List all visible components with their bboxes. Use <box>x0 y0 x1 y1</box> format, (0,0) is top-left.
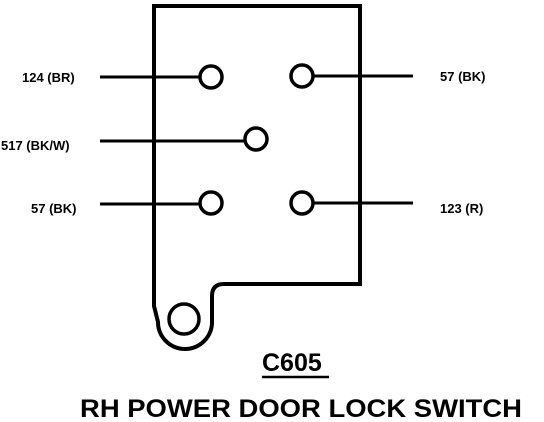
pin-contact-icon <box>198 190 224 216</box>
wire-label-124-br: 124 (BR) <box>22 70 75 85</box>
pin-contact-icon <box>198 64 224 90</box>
pin-contact-icon <box>289 190 315 216</box>
pin-contact-icon <box>289 63 315 89</box>
wire-label-517-bk-w: 517 (BK/W) <box>1 138 70 153</box>
mounting-hole-icon <box>167 302 201 336</box>
pin-517-bk-w: 517 (BK/W) <box>1 126 269 153</box>
diagram-caption: RH POWER DOOR LOCK SWITCH <box>80 395 522 422</box>
pin-123-r: 123 (R) <box>289 190 483 216</box>
pin-contact-icon <box>243 126 269 152</box>
connector-id: C605 <box>262 349 322 377</box>
wire-label-57-bk-upper: 57 (BK) <box>440 69 486 84</box>
pin-57-bk-lower: 57 (BK) <box>31 190 224 216</box>
wire-label-123-r: 123 (R) <box>440 201 483 216</box>
pin-57-bk-upper: 57 (BK) <box>289 63 486 89</box>
pin-124-br: 124 (BR) <box>22 64 224 90</box>
wire-label-57-bk-lower: 57 (BK) <box>31 201 77 216</box>
connector-housing <box>152 4 362 351</box>
